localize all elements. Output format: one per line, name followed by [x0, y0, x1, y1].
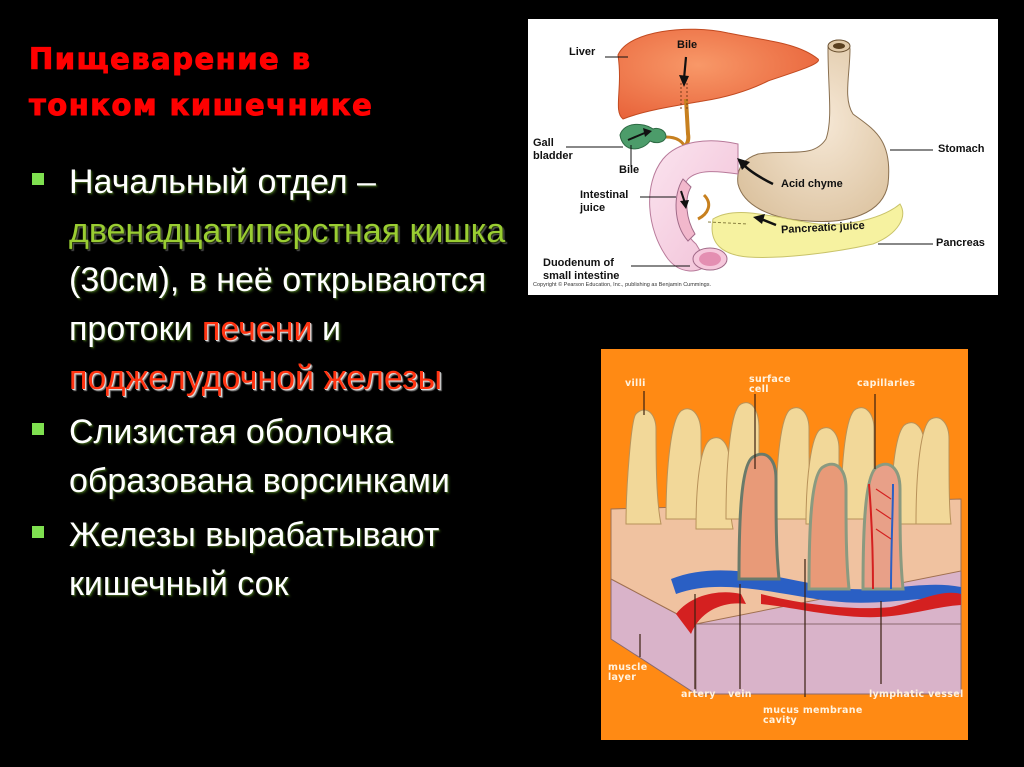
- bullet-duodenum: Начальный отдел – двенадцатиперстная киш…: [30, 158, 520, 403]
- label-muscle-layer: muscle layer: [608, 662, 648, 683]
- label-duodenum: Duodenum of small intestine: [543, 257, 620, 282]
- label-gall-bladder: Gall bladder: [533, 137, 573, 162]
- label-pancreas: Pancreas: [936, 237, 985, 249]
- label-acid-chyme: Acid chyme: [781, 178, 843, 190]
- label-artery: artery: [681, 689, 716, 700]
- slide-title: Пищеварение в тонком кишечнике: [29, 36, 509, 128]
- title-line-2: тонком кишечнике: [29, 88, 374, 123]
- label-vein: vein: [728, 689, 752, 700]
- label-surface-cell: surface cell: [749, 374, 791, 395]
- term-duodenum: двенадцатиперстная кишка: [69, 212, 506, 250]
- villi-illustration: [610, 391, 962, 697]
- bullet-text: Железы вырабатывают кишечный сок: [69, 516, 440, 603]
- label-villi: villi: [625, 378, 646, 389]
- copyright-notice: Copyright © Pearson Education, Inc., pub…: [533, 282, 712, 288]
- label-intestinal-juice: Intestinal juice: [580, 189, 629, 214]
- digestive-organs-diagram: Liver Bile Gall bladder Bile Intestinal …: [528, 19, 998, 295]
- term-liver: печени: [201, 310, 313, 348]
- label-stomach: Stomach: [938, 143, 985, 155]
- label-liver: Liver: [569, 46, 596, 58]
- bullet-text: Слизистая оболочка образована ворсинками: [69, 413, 450, 500]
- bullet-square-icon: [32, 526, 44, 538]
- bullet-list: Начальный отдел – двенадцатиперстная киш…: [30, 158, 520, 614]
- term-pancreas: поджелудочной железы: [69, 359, 443, 397]
- bullet-text: и: [312, 310, 341, 348]
- title-line-1: Пищеварение в: [29, 42, 312, 77]
- bullet-mucosa: Слизистая оболочка образована ворсинками: [30, 408, 520, 506]
- label-bile-top: Bile: [677, 39, 698, 51]
- label-lymphatic-vessel: lymphatic vessel: [869, 689, 964, 700]
- label-mucus-membrane: mucus membrane cavity: [763, 705, 863, 726]
- bullet-text: (30см), в неё открываются протоки: [69, 261, 487, 348]
- intestinal-villi-diagram: villi surface cell capillaries muscle la…: [601, 349, 968, 740]
- bullet-square-icon: [32, 173, 44, 185]
- label-capillaries: capillaries: [857, 378, 916, 389]
- bullet-square-icon: [32, 423, 44, 435]
- bullet-text: Начальный отдел –: [69, 163, 376, 201]
- bullet-glands: Железы вырабатывают кишечный сок: [30, 511, 520, 609]
- organs-illustration: [566, 28, 933, 272]
- label-bile-bottom: Bile: [619, 164, 640, 176]
